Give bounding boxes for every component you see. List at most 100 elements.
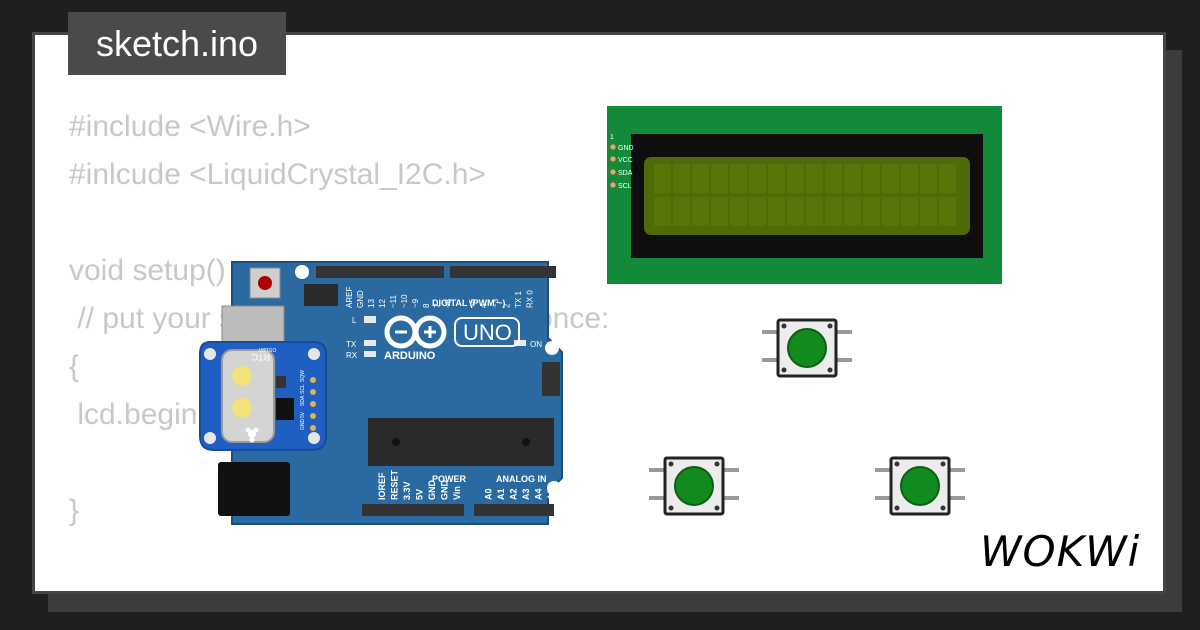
bottom-pin-label: A0 [484, 488, 494, 500]
lcd-pin-label: VCC [618, 157, 633, 164]
rtc-pin-label: SCL [300, 384, 306, 394]
brand-label: ARDUINO [384, 350, 436, 362]
lcd-cell [654, 164, 671, 193]
wokwi-logo: WOKWi [980, 528, 1139, 576]
lcd-cell [768, 164, 785, 193]
model-label: UNO [463, 320, 512, 345]
lcd-cell [882, 197, 899, 226]
rtc-crystal [276, 376, 286, 388]
rtc-pin[interactable] [310, 413, 316, 419]
lcd-pin-gnd[interactable] [609, 143, 617, 151]
lcd-cell [711, 197, 728, 226]
ds1307-chip [276, 398, 294, 420]
lcd-pin-header: GND VCC SDA SCL [609, 143, 634, 190]
button-cap[interactable] [674, 466, 714, 506]
rtc-pin-label: SDA [300, 395, 306, 406]
chip-dot [392, 438, 400, 446]
bottom-pin-label: RESET [390, 469, 400, 500]
top-pin-label: 4 [480, 303, 489, 308]
lcd-cell [825, 197, 842, 226]
analog-label: ANALOG IN [496, 474, 547, 484]
sketch-file-title[interactable]: sketch.ino [68, 12, 286, 75]
lcd-pin-scl[interactable] [609, 181, 617, 189]
rtc-pin[interactable] [310, 377, 316, 383]
lcd-cell [939, 197, 956, 226]
led-on [514, 340, 526, 346]
uno-badge [454, 317, 520, 347]
bottom-pin-label: 3.3V [402, 481, 412, 500]
button-leg [649, 496, 665, 500]
push-button-top[interactable] [762, 318, 852, 380]
bottom-pin-label: GND [427, 480, 437, 501]
lcd-cell [863, 164, 880, 193]
rtc-pin-label: SQW [300, 370, 306, 382]
button-corner [714, 461, 720, 467]
lcd-cell [882, 164, 899, 193]
lcd-cell [654, 197, 671, 226]
top-pin-label: ~9 [411, 298, 420, 308]
lcd-pin-sda[interactable] [609, 168, 617, 176]
lcd-display[interactable]: 1 GND VCC SDA SCL [607, 106, 1002, 284]
button-leg [836, 358, 852, 362]
button-corner [714, 505, 720, 511]
lcd-cell [730, 164, 747, 193]
top-pin-label: ~11 [389, 294, 398, 308]
bottom-pin-label: A5 [546, 488, 556, 500]
button-cap[interactable] [900, 466, 940, 506]
rtc-pin-label: GND [300, 419, 306, 431]
button-corner [781, 323, 787, 329]
rtc-mount-hole [204, 348, 216, 360]
button-leg [723, 496, 739, 500]
lcd-cell [730, 197, 747, 226]
push-button-right[interactable] [875, 456, 965, 518]
rtc-pin-label: 5V [300, 411, 306, 418]
push-button-left[interactable] [649, 456, 739, 518]
code-line [69, 199, 609, 247]
button-corner [781, 367, 787, 373]
top-pin-label: RX 0 [526, 290, 535, 308]
power-header [362, 504, 464, 516]
lcd-cell [711, 164, 728, 193]
button-corner [827, 367, 833, 373]
mounting-hole [545, 341, 559, 355]
rtc-pin[interactable] [310, 425, 316, 431]
bottom-pin-label: A4 [534, 488, 544, 500]
button-corner [940, 461, 946, 467]
button-leg [762, 330, 778, 334]
button-leg [649, 468, 665, 472]
code-line: #inlcude <LiquidCrystal_I2C.h> [69, 158, 486, 191]
power-label: POWER [432, 474, 467, 484]
reset-button[interactable] [258, 276, 272, 290]
power-jack [218, 462, 290, 516]
lcd-cell [844, 197, 861, 226]
lcd-pin-vcc[interactable] [609, 155, 617, 163]
lcd-cell [692, 164, 709, 193]
code-line: #include <Wire.h> [69, 110, 311, 143]
led-tx [364, 340, 376, 346]
button-leg [875, 468, 891, 472]
top-pin-label: GND [356, 290, 365, 308]
rtc-pin[interactable] [310, 389, 316, 395]
button-corner [668, 461, 674, 467]
analog-header [474, 504, 554, 516]
led-rx [364, 351, 376, 357]
icsp-side-header [542, 362, 560, 396]
top-pin-label: ~5 [468, 298, 477, 308]
icsp-header [304, 284, 338, 306]
rtc-chip-label: DS1307 [258, 346, 276, 352]
button-cap[interactable] [787, 328, 827, 368]
mounting-hole [547, 481, 561, 495]
lcd-cell [863, 197, 880, 226]
code-line: } [69, 494, 80, 527]
lcd-pin-label: SDA [618, 170, 633, 177]
adafruit-flower-icon [245, 427, 259, 443]
code-line: void loop() { [69, 583, 609, 591]
digital-header-left [316, 266, 444, 278]
top-pin-label: ~6 [444, 298, 453, 308]
rtc-pin[interactable] [310, 401, 316, 407]
top-pin-label: 7 [433, 303, 442, 308]
code-line [69, 535, 609, 583]
